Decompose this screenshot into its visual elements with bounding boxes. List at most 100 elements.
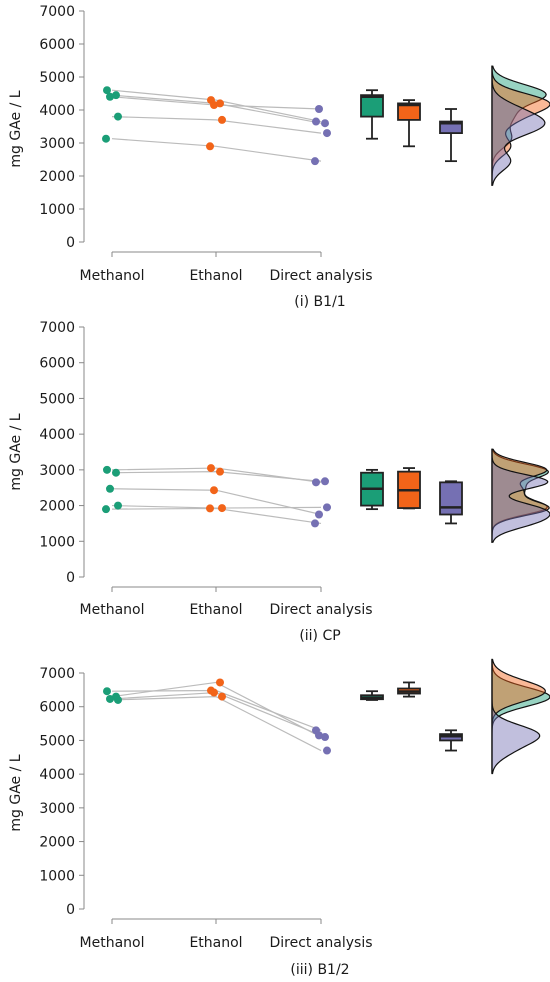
panel-3-point-ethanol bbox=[210, 688, 218, 697]
panel-1-point-methanol bbox=[112, 91, 120, 100]
panel-3-cat-1: Ethanol bbox=[189, 935, 242, 951]
panel-1-point-methanol bbox=[106, 92, 114, 101]
panel-1-point-ethanol bbox=[216, 99, 224, 108]
panel-3-categories: Methanol Ethanol Direct analysis bbox=[80, 935, 373, 951]
panel-1-plot: 0 1000 2000 3000 4000 5000 6000 7000 bbox=[39, 4, 550, 257]
panel-2-ylabel: mg GAe / L bbox=[8, 413, 24, 490]
panel-1-point-methanol bbox=[102, 134, 110, 143]
panel-3-ytick-label: 0 bbox=[66, 902, 75, 918]
panel-1-point-ethanol bbox=[218, 115, 226, 124]
panel-3-cat-2: Direct analysis bbox=[269, 935, 372, 951]
panel-3-ylabel: mg GAe / L bbox=[8, 754, 24, 831]
panel-1-density-direct bbox=[491, 66, 546, 186]
panel-1-ytick-label: 1000 bbox=[39, 202, 75, 218]
panel-2-box-direct bbox=[439, 481, 463, 516]
panel-2-point-methanol bbox=[114, 501, 122, 510]
panel-3-ytick-label: 3000 bbox=[39, 801, 75, 817]
panel-1-point-ethanol bbox=[210, 101, 218, 110]
panel-1-pair-line bbox=[111, 138, 322, 162]
panel-3-ytick-label: 2000 bbox=[39, 835, 75, 851]
panel-3-density-direct bbox=[491, 659, 541, 775]
panel-1-point-direct bbox=[311, 157, 319, 166]
panel-3-ytick-label: 1000 bbox=[39, 868, 75, 884]
panel-3-ytick-label: 4000 bbox=[39, 767, 75, 783]
panel-2-ytick-label: 4000 bbox=[39, 427, 75, 443]
panel-3-plot: 0 1000 2000 3000 4000 5000 6000 7000 bbox=[39, 658, 550, 924]
panel-3: mg GAe / L (iii) B1/2 Methanol Ethanol D… bbox=[8, 658, 550, 978]
panel-2-point-ethanol bbox=[218, 504, 226, 513]
panel-1-ytick-label: 3000 bbox=[39, 136, 75, 152]
panel-1-ytick-label: 4000 bbox=[39, 103, 75, 119]
panel-2-ytick-label: 3000 bbox=[39, 463, 75, 479]
panel-2-ytick-label: 5000 bbox=[39, 391, 75, 407]
panel-1-point-direct bbox=[312, 117, 320, 126]
panel-2-point-direct bbox=[321, 477, 329, 486]
panel-3-point-methanol bbox=[103, 687, 111, 696]
panel-2-point-methanol bbox=[112, 468, 120, 477]
panel-1-point-methanol bbox=[114, 112, 122, 121]
panel-1-point-ethanol bbox=[206, 142, 214, 151]
panel-1-point-direct bbox=[315, 105, 323, 114]
panel-2-point-methanol bbox=[102, 505, 110, 514]
panel-2-point-direct bbox=[311, 519, 319, 528]
panel-3-point-methanol bbox=[106, 694, 114, 703]
panel-3-ytick-label: 5000 bbox=[39, 733, 75, 749]
panel-3-point-ethanol bbox=[218, 692, 226, 701]
panel-1-cat-1: Ethanol bbox=[189, 268, 242, 284]
panel-1-box-direct bbox=[439, 120, 463, 135]
panel-2: mg GAe / L (ii) CP Methanol Ethanol Dire… bbox=[8, 320, 550, 644]
panel-2-density-ethanol bbox=[491, 448, 550, 543]
panel-1-point-direct bbox=[321, 119, 329, 128]
panel-2-point-direct bbox=[312, 478, 320, 487]
panel-2-ytick-label: 0 bbox=[66, 570, 75, 586]
panel-3-point-ethanol bbox=[216, 678, 224, 687]
panel-1-point-direct bbox=[323, 129, 331, 138]
panel-3-point-direct bbox=[315, 731, 323, 740]
panel-1-ylabel: mg GAe / L bbox=[8, 90, 24, 167]
panel-2-title: (ii) CP bbox=[299, 628, 340, 644]
panel-2-cat-1: Ethanol bbox=[189, 602, 242, 618]
panel-1-ytick-label: 2000 bbox=[39, 169, 75, 185]
panel-2-ytick-label: 6000 bbox=[39, 356, 75, 372]
panel-1-box-methanol bbox=[360, 94, 384, 118]
panel-2-point-ethanol bbox=[207, 464, 215, 473]
panel-3-ytick-label: 7000 bbox=[39, 666, 75, 682]
panel-1-title: (i) B1/1 bbox=[294, 294, 345, 310]
panel-2-ytick-label: 1000 bbox=[39, 534, 75, 550]
panel-1-ytick-label: 7000 bbox=[39, 4, 75, 20]
panel-1-cat-0: Methanol bbox=[80, 268, 145, 284]
panel-2-ytick-label: 7000 bbox=[39, 320, 75, 336]
panel-2-density-direct bbox=[491, 448, 550, 543]
panel-1-cat-2: Direct analysis bbox=[269, 268, 372, 284]
panel-3-ytick-label: 6000 bbox=[39, 700, 75, 716]
panel-1-box-ethanol bbox=[397, 102, 421, 121]
panel-3-cat-0: Methanol bbox=[80, 935, 145, 951]
panel-1-point-methanol bbox=[103, 86, 111, 95]
panel-2-point-ethanol bbox=[210, 486, 218, 495]
panel-2-point-methanol bbox=[106, 484, 114, 493]
panel-2-point-ethanol bbox=[216, 467, 224, 476]
panel-1-ytick-label: 0 bbox=[66, 235, 75, 251]
panel-1-ytick-label: 5000 bbox=[39, 70, 75, 86]
panel-1-density-ethanol bbox=[491, 65, 550, 186]
panel-2-point-methanol bbox=[103, 465, 111, 474]
panel-1: mg GAe / L (i) B1/1 Methanol Ethanol Dir… bbox=[8, 4, 550, 310]
panel-2-pair-line bbox=[111, 507, 322, 525]
panel-2-point-ethanol bbox=[206, 504, 214, 513]
panel-2-categories: Methanol Ethanol Direct analysis bbox=[80, 602, 373, 618]
panel-2-cat-2: Direct analysis bbox=[269, 602, 372, 618]
panel-2-cat-0: Methanol bbox=[80, 602, 145, 618]
panel-3-pair-line bbox=[111, 695, 322, 752]
panel-1-pair-line bbox=[111, 116, 322, 134]
panel-2-point-direct bbox=[323, 503, 331, 512]
panel-2-point-direct bbox=[315, 510, 323, 519]
panel-1-ytick-label: 6000 bbox=[39, 37, 75, 53]
panel-3-title: (iii) B1/2 bbox=[290, 962, 349, 978]
panel-1-categories: Methanol Ethanol Direct analysis bbox=[80, 268, 373, 284]
panel-3-point-direct bbox=[323, 746, 331, 755]
panel-3-point-direct bbox=[321, 733, 329, 742]
panel-3-point-methanol bbox=[114, 695, 122, 704]
panel-1-pair-line bbox=[111, 89, 322, 123]
